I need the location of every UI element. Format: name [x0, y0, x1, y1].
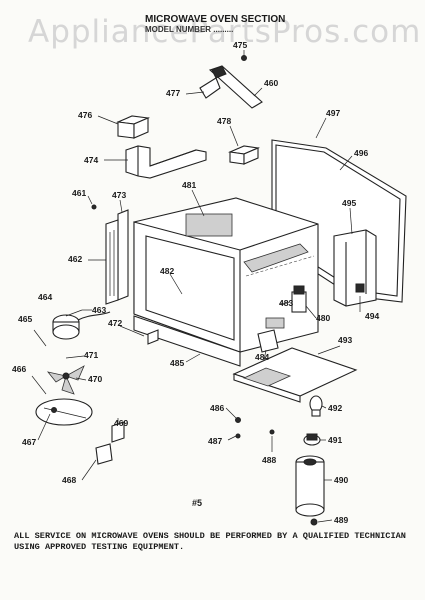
part-464-motor	[52, 311, 111, 340]
callout-477: 477	[166, 88, 181, 98]
part-473-strip	[117, 209, 129, 301]
part-492-lamp	[309, 395, 323, 417]
diagram-subtitle: MODEL NUMBER .........	[145, 25, 234, 34]
part-462-hinge	[105, 219, 119, 305]
callout-475: 475	[233, 40, 248, 50]
part-469-plate	[111, 421, 125, 443]
callout-483: 483	[279, 298, 294, 308]
leader-lines	[31, 50, 361, 523]
callout-473: 473	[112, 190, 127, 200]
callout-490: 490	[334, 475, 349, 485]
part-466-tray	[35, 398, 93, 426]
part-486-screw	[235, 417, 241, 423]
callout-464: 464	[38, 292, 53, 302]
callout-462: 462	[68, 254, 83, 264]
part-488-screw	[269, 429, 275, 435]
page-number: #5	[192, 498, 203, 508]
part-475-screw	[241, 55, 247, 61]
callout-485: 485	[170, 358, 185, 368]
callout-469: 469	[114, 418, 129, 428]
part-468-gasket	[95, 443, 113, 465]
callout-497: 497	[326, 108, 341, 118]
callout-463: 463	[92, 305, 107, 315]
callout-482: 482	[160, 266, 175, 276]
watermark: AppliancePartsPros.com	[28, 14, 422, 50]
callout-480: 480	[316, 313, 331, 323]
part-460-bracket	[199, 65, 263, 109]
part-493-plate	[232, 347, 358, 403]
callout-468: 468	[62, 475, 77, 485]
part-470-fan	[46, 365, 85, 395]
callout-492: 492	[328, 403, 343, 413]
part-485-base	[133, 315, 241, 367]
callout-476: 476	[78, 110, 93, 120]
callout-470: 470	[88, 374, 103, 384]
callout-465: 465	[18, 314, 33, 324]
callout-494: 494	[365, 311, 380, 321]
callout-488: 488	[262, 455, 277, 465]
callout-461: 461	[72, 188, 87, 198]
part-483-component	[265, 285, 307, 329]
part-491-socket	[303, 433, 321, 446]
callout-467: 467	[22, 437, 37, 447]
callout-471: 471	[84, 350, 99, 360]
callout-478: 478	[217, 116, 232, 126]
part-481-cabinet	[133, 197, 319, 353]
part-495-panel	[333, 229, 377, 307]
callout-484: 484	[255, 352, 270, 362]
callout-491: 491	[328, 435, 343, 445]
callout-495: 495	[342, 198, 357, 208]
callout-466: 466	[12, 364, 27, 374]
part-489-screw	[310, 518, 318, 526]
callout-493: 493	[338, 335, 353, 345]
part-461-screw	[91, 204, 97, 210]
part-474-bracket	[125, 145, 207, 179]
callout-486: 486	[210, 403, 225, 413]
part-487-screw	[235, 433, 241, 439]
part-484-bracket	[257, 329, 279, 353]
callout-472: 472	[108, 318, 123, 328]
part-478-block	[227, 145, 261, 165]
callout-487: 487	[208, 436, 223, 446]
part-490-cylinder	[295, 455, 325, 517]
part-467-nut	[51, 407, 57, 413]
part-476-block	[115, 115, 151, 139]
callout-460: 460	[264, 78, 279, 88]
service-note: ALL SERVICE ON MICROWAVE OVENS SHOULD BE…	[14, 531, 406, 552]
callout-481: 481	[182, 180, 197, 190]
diagram-title: MICROWAVE OVEN SECTION	[145, 14, 286, 25]
callout-489: 489	[334, 515, 349, 525]
callout-474: 474	[84, 155, 99, 165]
callout-496: 496	[354, 148, 369, 158]
